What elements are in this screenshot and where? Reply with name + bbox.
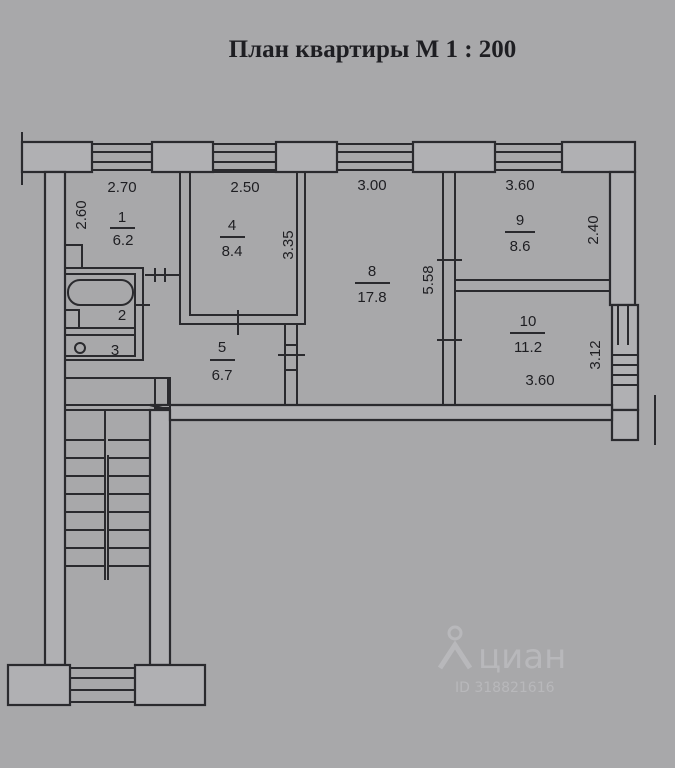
- svg-text:3.12: 3.12: [587, 340, 604, 369]
- bathroom: [64, 244, 150, 361]
- plan-title: План квартиры М 1 : 200: [228, 36, 517, 63]
- partition-8-9: [437, 171, 611, 406]
- room-9-label: 9 8.6: [505, 212, 535, 255]
- room-number: 1: [118, 209, 126, 226]
- location-pin-icon: [447, 625, 463, 641]
- svg-text:10: 10: [520, 313, 537, 330]
- top-windows: [92, 143, 562, 171]
- watermark-brand: циан: [478, 637, 566, 677]
- svg-text:6.7: 6.7: [212, 367, 233, 384]
- svg-text:8.6: 8.6: [510, 238, 531, 255]
- svg-text:2.50: 2.50: [230, 179, 259, 196]
- watermark: циан ID 318821616: [437, 625, 566, 696]
- room-3-label: 3: [111, 342, 119, 359]
- svg-text:2.60: 2.60: [73, 200, 90, 229]
- left-wall: [43, 170, 67, 667]
- corridor-wall: [149, 403, 614, 422]
- svg-text:2.40: 2.40: [585, 215, 602, 244]
- stairs: [64, 377, 171, 580]
- svg-text:8.4: 8.4: [222, 243, 243, 260]
- svg-text:3.35: 3.35: [280, 230, 297, 259]
- svg-text:5.58: 5.58: [420, 265, 437, 294]
- top-wall: [20, 132, 637, 185]
- svg-text:3.60: 3.60: [505, 177, 534, 194]
- right-wall: [608, 170, 656, 445]
- svg-text:4: 4: [228, 217, 236, 234]
- svg-text:9: 9: [516, 212, 524, 229]
- svg-text:3.60: 3.60: [525, 372, 554, 389]
- bottom-wall: [6, 663, 207, 707]
- room-10-label: 10 11.2: [510, 313, 545, 356]
- dimensions: 2.70 2.60 2.50 3.35 3.00 5.58 3.60 2.40 …: [73, 177, 604, 389]
- svg-text:11.2: 11.2: [514, 339, 542, 356]
- svg-text:5: 5: [218, 339, 226, 356]
- room-8-label: 8 17.8: [355, 263, 390, 306]
- room-2-label: 2: [118, 307, 126, 324]
- svg-text:17.8: 17.8: [357, 289, 386, 306]
- svg-text:3.00: 3.00: [357, 177, 386, 194]
- partition-5-8: [278, 323, 305, 406]
- room-5-label: 5 6.7: [210, 339, 235, 384]
- room-1-label: 1 6.2: [110, 209, 135, 249]
- stair-wall: [148, 408, 172, 667]
- room-4-label: 4 8.4: [220, 217, 245, 260]
- svg-text:8: 8: [368, 263, 376, 280]
- watermark-id: ID 318821616: [455, 680, 555, 696]
- room-area: 6.2: [113, 232, 134, 249]
- room-4-walls: [145, 171, 306, 335]
- svg-text:2.70: 2.70: [107, 179, 136, 196]
